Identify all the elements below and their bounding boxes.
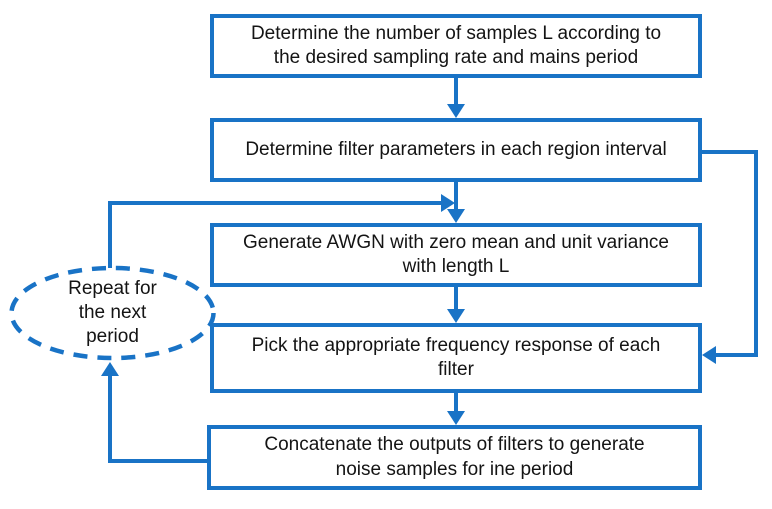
connector-step2-step3-line <box>454 182 458 210</box>
flowchart-step-freq-response: Pick the appropriate frequency response … <box>210 323 702 393</box>
arrowhead-step4-step5-icon <box>447 411 465 425</box>
feedback-loop-vertical-line <box>754 150 758 357</box>
repeat-loop-bottom-line <box>108 459 207 463</box>
connector-step3-step4-line <box>454 287 458 310</box>
arrowhead-step2-step3-icon <box>447 209 465 223</box>
repeat-loop-merge-line <box>108 201 442 205</box>
flowchart-step-awgn: Generate AWGN with zero mean and unit va… <box>210 223 702 287</box>
connector-step4-step5-line <box>454 393 458 412</box>
arrowhead-into-ellipse-icon <box>101 362 119 376</box>
flowchart-step-filter-params: Determine filter parameters in each regi… <box>210 118 702 182</box>
repeat-node-label: Repeat for the next period <box>68 278 157 347</box>
flowchart-step-samples: Determine the number of samples L accord… <box>210 14 702 78</box>
repeat-loop-upper-vertical-line <box>108 201 112 268</box>
arrowhead-feedback-step4-icon <box>702 346 716 364</box>
arrowhead-step1-step2-icon <box>447 104 465 118</box>
dashed-ellipse-icon <box>9 265 216 361</box>
feedback-loop-top-line <box>702 150 758 154</box>
arrowhead-merge-icon <box>441 194 455 212</box>
arrowhead-step3-step4-icon <box>447 309 465 323</box>
flowchart-step-concatenate: Concatenate the outputs of filters to ge… <box>207 425 702 490</box>
flowchart-repeat-node: Repeat for the next period <box>8 264 217 362</box>
repeat-loop-lower-vertical-line <box>108 375 112 463</box>
feedback-loop-bottom-line <box>715 353 758 357</box>
connector-step1-step2-line <box>454 78 458 105</box>
